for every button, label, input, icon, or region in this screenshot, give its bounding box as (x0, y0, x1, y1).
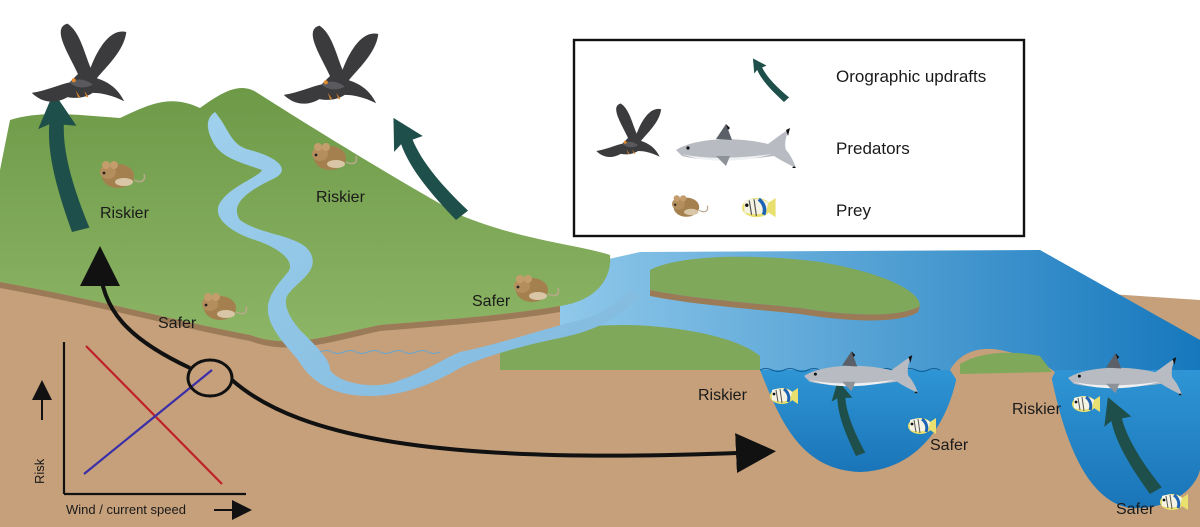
arrow-to-land (80, 246, 191, 370)
risk-line-decreasing (85, 345, 223, 485)
hawk-icon (31, 23, 127, 102)
river (207, 112, 641, 396)
label-safer-pool-left: Safer (930, 437, 969, 454)
arrow-to-sea (230, 378, 776, 474)
legend: Orographic updrafts Predators Prey (572, 38, 1026, 238)
label-safer-valley: Safer (472, 293, 511, 310)
inset-risk-graph: Risk Wind / current speed (32, 342, 252, 520)
highlight-circle (186, 358, 234, 398)
inset-y-label: Risk (32, 458, 47, 484)
label-riskier-pool-right: Riskier (1012, 401, 1062, 418)
legend-prey-label: Prey (836, 201, 871, 220)
label-riskier-hill-left: Riskier (100, 205, 150, 222)
label-riskier-hill-right: Riskier (316, 189, 366, 206)
grass-hills (0, 87, 611, 342)
label-safer-slope: Safer (158, 315, 197, 332)
label-safer-pool-right: Safer (1116, 501, 1155, 518)
legend-updrafts-label: Orographic updrafts (836, 67, 986, 86)
island (650, 256, 920, 315)
legend-box (572, 38, 1026, 238)
inset-x-label: Wind / current speed (66, 502, 186, 517)
hawk-icon (283, 25, 379, 104)
label-riskier-pool-left: Riskier (698, 387, 748, 404)
legend-predators-label: Predators (836, 139, 910, 158)
sea-pool-left (760, 370, 958, 472)
